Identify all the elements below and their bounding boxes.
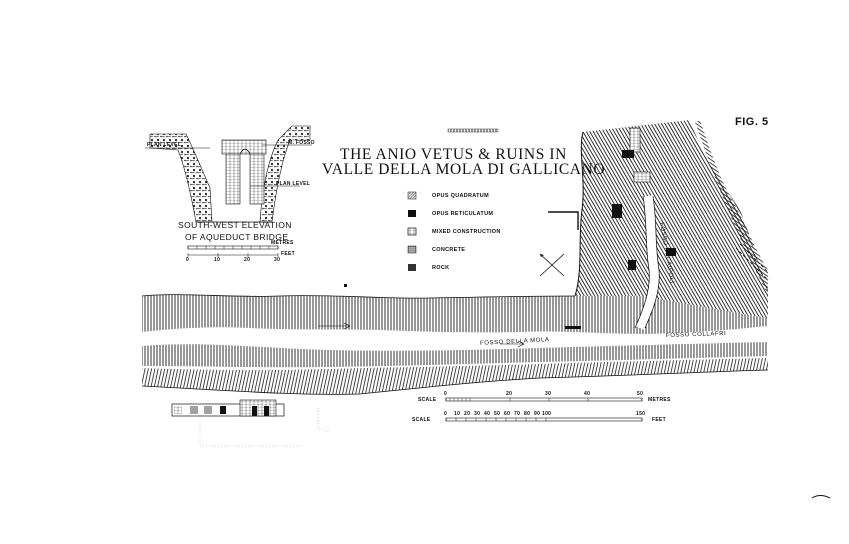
elevation-scale-metres: METRES <box>271 240 294 246</box>
feet-tick: 60 <box>504 411 511 417</box>
feet-tick: 100 <box>542 411 552 417</box>
ravine-massif <box>575 120 768 318</box>
east-road <box>735 243 769 281</box>
feet-tick: 90 <box>534 411 541 417</box>
feet-tick: 0 <box>444 411 448 417</box>
north-bank <box>142 294 768 334</box>
elevation-scale <box>187 245 279 257</box>
south-bank-upper <box>142 342 768 368</box>
feet-tick: 40 <box>484 411 491 417</box>
legend-label-opus-reticulatum: OPUS RETICULATUM <box>432 211 494 217</box>
scale-label-feet: SCALE <box>412 417 431 423</box>
metres-tick: 20 <box>506 391 513 397</box>
elevation-title-line1: SOUTH-WEST ELEVATION <box>178 220 292 230</box>
feet-tick: 20 <box>464 411 471 417</box>
elevation-scale-feet: FEET <box>281 251 295 257</box>
legend-label-rock: ROCK <box>432 265 450 271</box>
legend-swatches <box>407 191 417 271</box>
ruin-block <box>629 127 641 153</box>
legend-label-mixed-construction: MIXED CONSTRUCTION <box>432 229 501 235</box>
elevation-feet-tick: 0 <box>186 257 190 263</box>
metres-tick: 50 <box>637 391 644 397</box>
map-title-line2: VALLE DELLA MOLA DI GALLICANO <box>322 161 606 178</box>
aqueduct-elevation <box>145 125 312 223</box>
south-bank-lower <box>142 358 768 395</box>
main-scale-bar <box>445 397 643 422</box>
feet-tick: 150 <box>636 411 646 417</box>
scale-label-metres: SCALE <box>418 397 437 403</box>
metres-tick: 40 <box>584 391 591 397</box>
section-profile <box>171 399 331 447</box>
map-title-line1: THE ANIO VETUS & RUINS IN <box>340 146 567 163</box>
elevation-feet-tick: 30 <box>274 257 281 263</box>
north-arrow-icon <box>539 253 565 277</box>
caipoli-channel <box>635 195 659 330</box>
legend-label-opus-quadratum: OPUS QUADRATUM <box>432 193 489 199</box>
plan-level-right: PLAN LEVEL <box>276 181 311 187</box>
east-ridge <box>695 120 768 295</box>
feet-tick: 10 <box>454 411 461 417</box>
metres-tick: 0 <box>444 391 448 397</box>
legend-label-concrete: CONCRETE <box>432 247 466 253</box>
scale-unit-metres: METRES <box>648 397 671 403</box>
feet-tick: 30 <box>474 411 481 417</box>
metres-tick: 30 <box>545 391 552 397</box>
elevation-feet-tick: 20 <box>244 257 251 263</box>
plan-level-left: PLAN LEVEL <box>147 142 182 148</box>
elevation-title-line2: OF AQUEDUCT BRIDGE <box>185 232 289 242</box>
figure-label: FIG. 5 <box>735 116 769 128</box>
feet-tick: 80 <box>524 411 531 417</box>
corner-stamp <box>811 495 831 499</box>
ruin-bracket <box>548 211 579 230</box>
feet-tick: 50 <box>494 411 501 417</box>
elevation-feet-tick: 10 <box>214 257 221 263</box>
scale-unit-feet: FEET <box>652 417 666 423</box>
feet-tick: 70 <box>514 411 521 417</box>
upper-level-label: M. FOSSO <box>288 140 315 146</box>
